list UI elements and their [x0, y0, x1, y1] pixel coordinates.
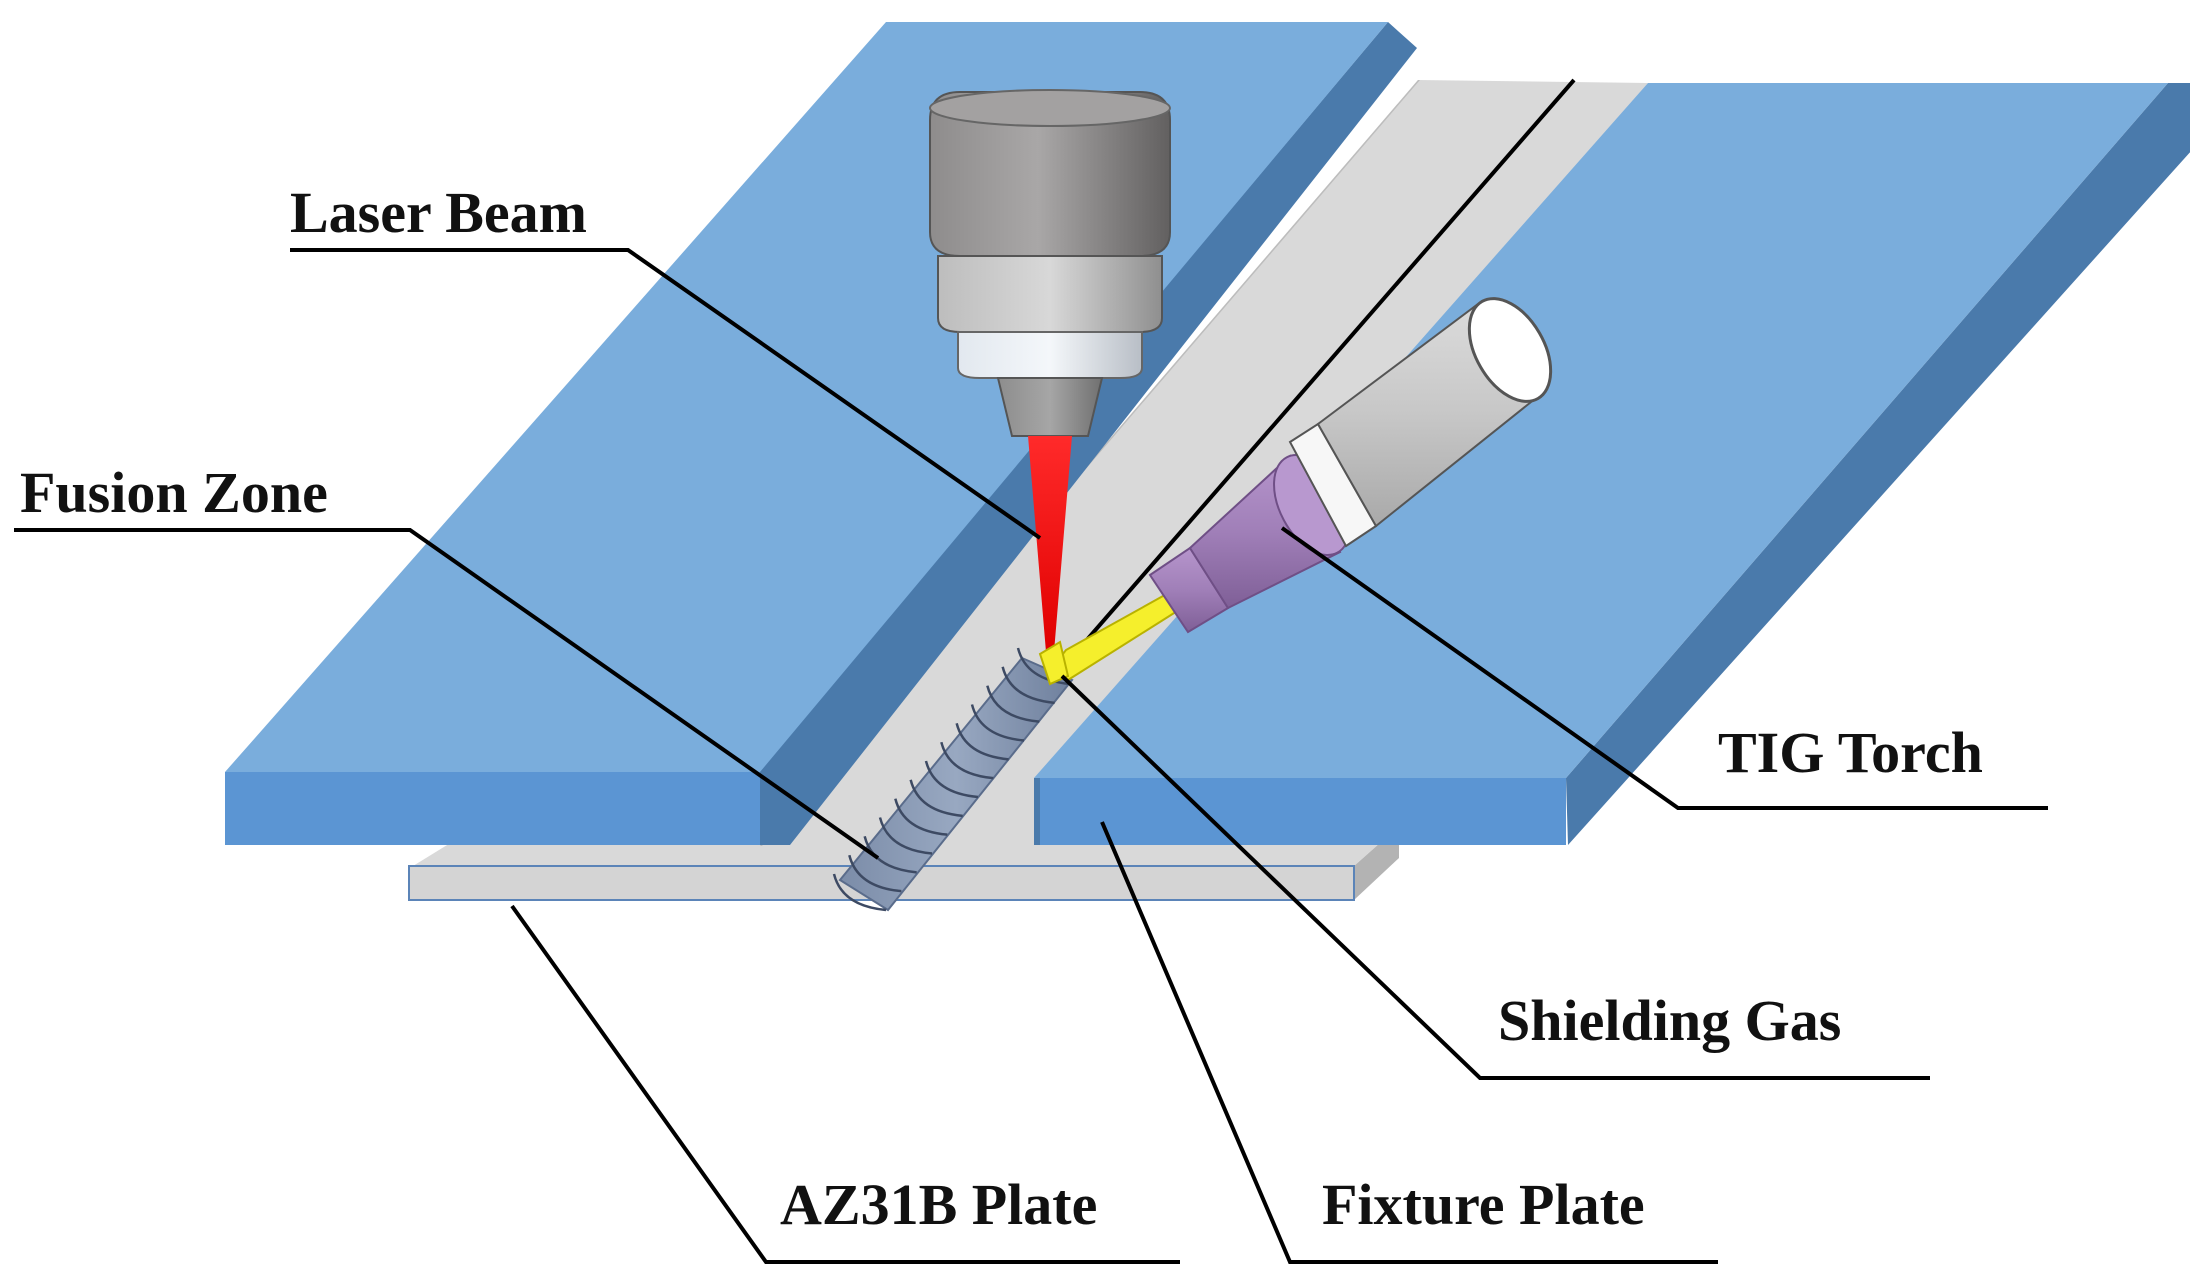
torch-back-cap	[1467, 297, 1553, 403]
label-fixture-plate: Fixture Plate	[1322, 1172, 1645, 1237]
weld-ripple	[832, 873, 887, 912]
weld-ripple	[1016, 647, 1071, 686]
leader-fixture-plate	[1100, 821, 1718, 1264]
right-plate-front	[1034, 778, 1566, 845]
left-plate-front	[225, 772, 760, 845]
label-laser-beam: Laser Beam	[290, 180, 587, 245]
weld-ripple	[878, 817, 933, 855]
weld-ripples	[832, 647, 1071, 912]
weld-ripple	[1001, 666, 1055, 705]
laser-head-body	[929, 91, 1171, 257]
laser-weld-spot	[1038, 640, 1070, 686]
right-plate-side	[1566, 83, 2190, 845]
weld-ripple	[848, 854, 902, 893]
leader-tig-torch	[1280, 526, 2048, 810]
label-tig-torch: TIG Torch	[1718, 720, 1983, 785]
weld-ripple	[955, 723, 1009, 761]
leader-lines	[14, 248, 2048, 1264]
weld-ripple	[909, 779, 963, 818]
label-az31b-plate: AZ31B Plate	[780, 1172, 1097, 1237]
weld-ripple	[894, 798, 948, 836]
weld-ripple	[986, 685, 1040, 723]
right-plate-top	[1034, 83, 2168, 778]
laser-beam-cone	[1028, 436, 1072, 652]
laser-head-ring	[957, 331, 1143, 379]
leader-shielding-gas	[1060, 674, 1930, 1080]
leader-laser-beam	[290, 248, 1042, 540]
weld-ripple	[863, 836, 917, 874]
leader-fusion-zone	[14, 528, 880, 860]
label-shielding-gas: Shielding Gas	[1498, 988, 1841, 1053]
laser-head-nozzle	[996, 377, 1104, 437]
laser-head	[929, 89, 1171, 437]
laser-head-top	[929, 89, 1171, 127]
fusion-zone-bead	[832, 647, 1074, 912]
laser-head-mid	[937, 255, 1163, 333]
right-az31b-plate	[1034, 83, 2190, 845]
fixture-channel-surface	[760, 80, 1648, 846]
filler-wire-line	[1056, 78, 1576, 675]
weld-ripple	[970, 704, 1025, 742]
label-fusion-zone: Fusion Zone	[20, 460, 328, 525]
leader-az31b-plate	[510, 904, 1180, 1264]
right-plate-inner-edge	[1034, 778, 1040, 845]
weld-ripple	[940, 741, 994, 780]
tig-torch	[1050, 297, 1553, 682]
weld-ripple	[924, 760, 979, 799]
